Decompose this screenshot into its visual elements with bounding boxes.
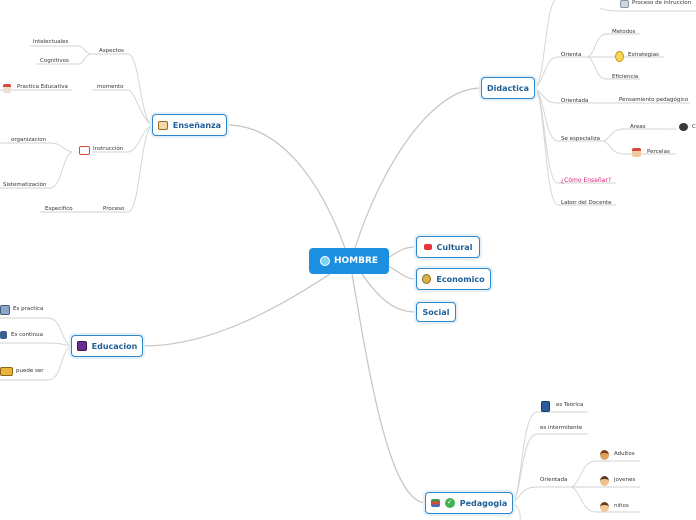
book-icon <box>157 120 168 130</box>
label-proceso-instruccion[interactable]: Proceso de intruccion <box>632 0 692 6</box>
topic-social[interactable]: Social <box>416 302 456 322</box>
building-icon <box>0 305 10 315</box>
topic-educacion[interactable]: Educacion <box>71 335 143 357</box>
label-se-especializa[interactable]: Se especializa <box>561 136 600 142</box>
label-momento[interactable]: momento <box>97 84 124 90</box>
books-icon <box>430 499 440 507</box>
house-icon <box>3 84 11 93</box>
label-especifico[interactable]: Especifico <box>45 206 73 212</box>
topic-ensenanza[interactable]: Enseñanza <box>152 114 227 136</box>
gear-icon <box>620 0 629 8</box>
money-bag-icon <box>422 274 432 284</box>
root-node-hombre[interactable]: HOMBRE <box>309 248 389 274</box>
label-organizacion[interactable]: organizacion <box>11 137 47 143</box>
label-practica-educativa[interactable]: Practica Educativa <box>17 84 68 90</box>
label-adultos[interactable]: Adultos <box>614 451 635 457</box>
label-percelas[interactable]: Percelas <box>647 149 670 155</box>
label-cognitivos[interactable]: Cognitivos <box>40 58 69 64</box>
lightbulb-icon <box>615 51 624 62</box>
label-areas-child[interactable]: C <box>692 124 696 130</box>
ambulance-icon <box>79 146 90 155</box>
bus-icon <box>0 367 13 376</box>
label-es-continua[interactable]: Es continua <box>11 332 43 338</box>
label-es-teorica[interactable]: es Teorica <box>556 402 584 408</box>
label-puede-ser[interactable]: puede ser <box>16 368 44 374</box>
topic-educacion-label: Educacion <box>91 341 138 351</box>
check-icon: ✓ <box>444 498 455 508</box>
label-orientada[interactable]: Orientada <box>561 98 589 104</box>
label-es-intermitente[interactable]: es intermitente <box>540 425 583 431</box>
detective-icon <box>679 123 688 131</box>
baby-icon <box>600 502 609 512</box>
label-pensamiento[interactable]: Pensamiento pedagógico <box>619 97 689 103</box>
label-estrategias[interactable]: Estrategias <box>628 52 659 58</box>
label-labor-docente[interactable]: Labor del Docente <box>561 200 612 206</box>
label-es-practica[interactable]: Es practica <box>13 306 44 312</box>
label-intelectuales[interactable]: Intelectuales <box>33 39 69 45</box>
topic-didactica[interactable]: Didactica <box>481 77 535 99</box>
label-metodos[interactable]: Metodos <box>612 29 636 35</box>
label-sistematizacion[interactable]: Sistematización <box>3 182 47 188</box>
label-orienta[interactable]: Orienta <box>561 52 582 58</box>
boy-icon <box>600 476 609 486</box>
blue-book-icon <box>541 401 550 412</box>
100-icon <box>423 244 432 250</box>
topic-pedagogia[interactable]: ✓ Pedagogia <box>425 492 513 514</box>
topic-ensenanza-label: Enseñanza <box>172 120 222 130</box>
people-icon <box>0 331 7 339</box>
topic-cultural-label: Cultural <box>436 242 473 252</box>
cake-icon <box>632 148 641 157</box>
topic-pedagogia-label: Pedagogia <box>459 498 508 508</box>
topic-cultural[interactable]: Cultural <box>416 236 480 258</box>
topic-economico-label: Economico <box>436 274 485 284</box>
label-aspectos[interactable]: Aspectos <box>99 48 124 54</box>
label-eficiencia[interactable]: Eficiencia <box>612 74 639 80</box>
topic-economico[interactable]: Economico <box>416 268 491 290</box>
purple-square-icon <box>76 341 87 351</box>
topic-didactica-label: Didactica <box>487 83 529 93</box>
man-icon <box>600 450 609 460</box>
label-jovenes[interactable]: jovenes <box>614 477 636 483</box>
label-instruccion[interactable]: Instrucción <box>93 146 124 152</box>
person-icon <box>319 256 330 266</box>
label-orientada-pedagogia[interactable]: Orientada <box>540 477 568 483</box>
root-label: HOMBRE <box>333 256 379 266</box>
topic-social-label: Social <box>422 307 450 317</box>
label-areas[interactable]: Areas <box>630 124 646 130</box>
label-como-ensenar[interactable]: ¿Cómo Enseñar? <box>561 177 612 184</box>
label-proceso[interactable]: Proceso <box>103 206 125 212</box>
label-ninos[interactable]: niños <box>614 503 629 509</box>
